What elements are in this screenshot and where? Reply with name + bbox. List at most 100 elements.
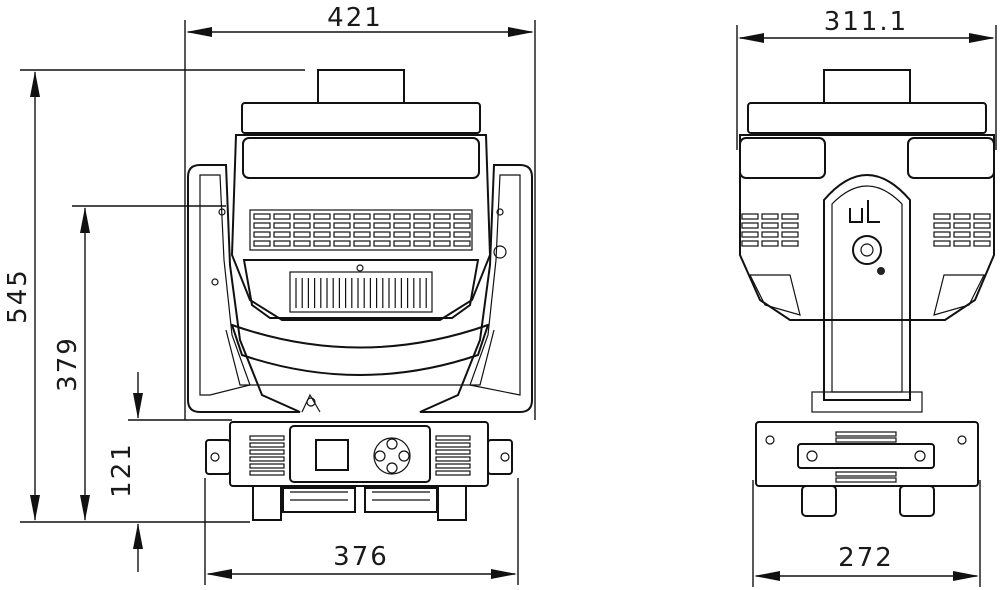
vent-slot [373,231,391,238]
vent-slot [435,435,471,441]
vent-slot [933,231,951,238]
vent-slot [435,456,471,462]
vent-slot [313,213,331,220]
lens-fins [295,278,427,308]
vent-slot [433,240,451,247]
vent-slot [393,222,411,229]
head-window [242,137,480,179]
vent-slot [249,449,285,455]
vent-slot [781,222,799,229]
vent-slot [433,213,451,220]
brand-logo [849,200,880,223]
vent-slot [453,222,471,229]
side-foot-left [801,485,837,517]
vent-slot [435,449,471,455]
foot-right [437,485,467,521]
vent-slot [313,231,331,238]
vent-slot [741,222,759,229]
dim-front-height-arm: 379 [53,336,83,392]
lens-housing [242,259,480,319]
vent-slot [393,231,411,238]
vent-slot [761,231,779,238]
left-handle [205,439,231,475]
vent-slot [253,231,271,238]
vent-slot [835,431,897,437]
vent-slot [835,437,897,443]
vent-slot [933,240,951,247]
side-foot-right [899,485,935,517]
vent-slot [293,240,311,247]
vent-slot [435,463,471,469]
vent-slot [393,240,411,247]
vent-slot [973,231,991,238]
vent-slot [433,231,451,238]
vent-slot [953,222,971,229]
vent-slot [249,470,285,476]
vent-slot [973,222,991,229]
vent-slot [781,240,799,247]
dim-front-base-width: 376 [333,542,389,572]
vent-slot [353,240,371,247]
lens-fins-box [289,271,433,313]
right-yoke-arm [419,164,533,413]
vent-slot [249,456,285,462]
vent-slot [953,213,971,220]
side-top-handle [823,69,911,105]
front-latch [301,393,321,413]
lens-center-dot [356,264,364,272]
control-buttons [373,437,411,475]
vent-slot [273,213,291,220]
vent-slot [393,213,411,220]
vent-slot [933,213,951,220]
vent-slot [435,442,471,448]
dim-front-height-base: 121 [107,442,137,498]
vent-slot [761,222,779,229]
dim-front-width: 421 [327,3,383,33]
yoke-pivot [852,235,882,265]
front-view [187,69,533,521]
vent-slot [333,240,351,247]
vent-slot [781,231,799,238]
vent-slot [741,213,759,220]
vent-slot [413,231,431,238]
base-vents-left [249,435,285,476]
vent-slot [741,240,759,247]
vent-slot [413,222,431,229]
vent-slot [741,231,759,238]
head-top-slab [241,102,481,134]
dimension-lines: 421 311.1 545 379 121 376 [3,3,997,587]
vent-slot [373,213,391,220]
vent-slot [333,231,351,238]
side-yoke-column [823,174,911,401]
vent-slot [373,222,391,229]
vent-slot [253,213,271,220]
left-yoke-arm [187,164,301,413]
head-vents [249,209,473,251]
vent-slot [333,222,351,229]
dim-side-base-width: 272 [838,543,894,573]
vent-slot [761,240,779,247]
vent-slot [433,222,451,229]
foot-left [252,485,282,521]
vent-slot [313,222,331,229]
vent-slot [413,213,431,220]
vent-slot [249,435,285,441]
display-screen [315,439,349,471]
vent-slot [313,240,331,247]
side-base-vents [835,431,897,483]
vent-slot [293,231,311,238]
vent-slot [353,231,371,238]
side-vents [741,213,991,247]
vent-slot [293,222,311,229]
side-head-slab [747,102,987,134]
vent-slot [761,213,779,220]
vent-slot [835,477,897,483]
vent-slot [353,213,371,220]
vent-slot [253,240,271,247]
vent-slot [273,231,291,238]
dim-front-height-total: 545 [3,268,33,324]
yoke-foot [811,391,923,413]
vent-slot [953,240,971,247]
vent-slot [413,240,431,247]
